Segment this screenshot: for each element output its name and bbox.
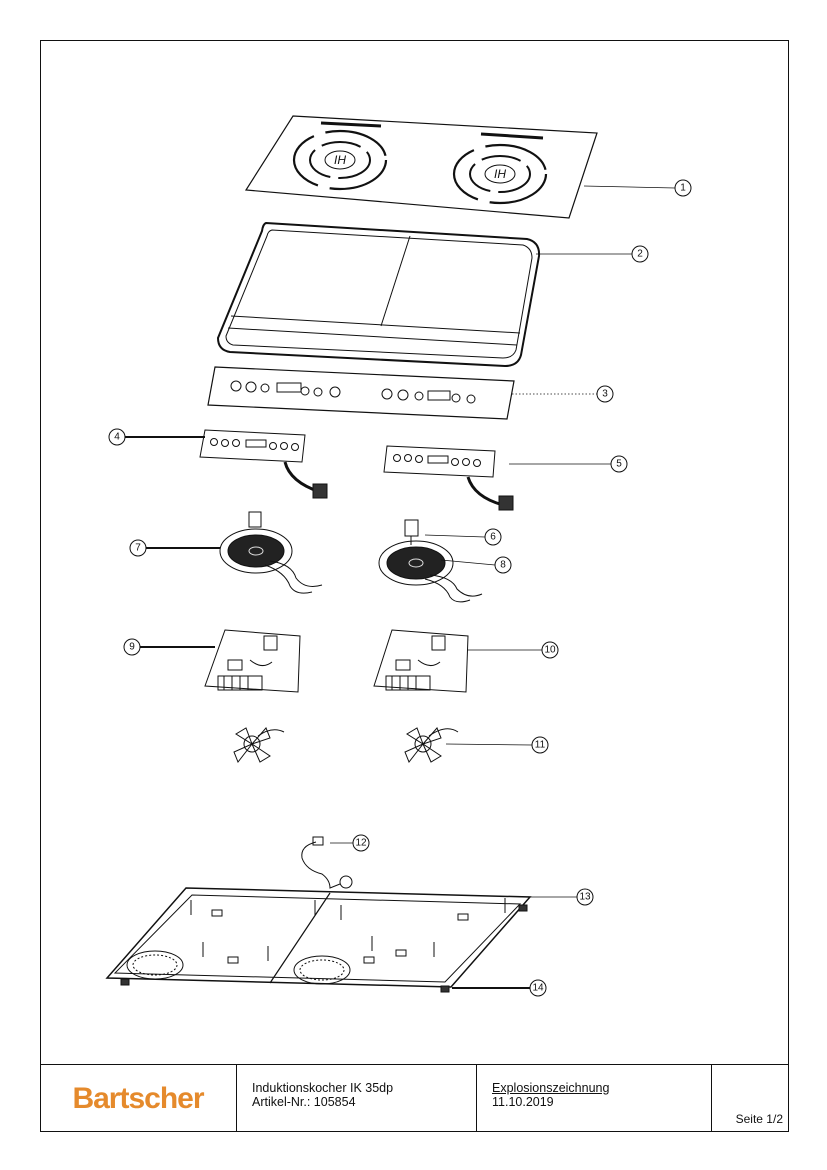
part-5-right-control-board xyxy=(383,445,514,511)
drawing-sheet xyxy=(40,40,789,1132)
svg-text:3: 3 xyxy=(602,389,608,400)
callout-6: 6 xyxy=(484,528,502,546)
callout-7: 7 xyxy=(129,539,147,557)
part-13-bottom-housing xyxy=(105,887,532,988)
svg-text:5: 5 xyxy=(616,459,622,470)
callout-5: 5 xyxy=(610,455,628,473)
part-11-cooling-fans xyxy=(233,727,459,763)
document-date: 11.10.2019 xyxy=(492,1095,554,1109)
glass-mark-right: IH xyxy=(494,167,506,181)
svg-text:10: 10 xyxy=(544,645,556,656)
svg-text:13: 13 xyxy=(579,892,591,903)
svg-text:14: 14 xyxy=(532,983,544,994)
part-3-control-panel xyxy=(207,366,515,420)
part-4-left-control-board xyxy=(199,429,328,499)
callout-3: 3 xyxy=(596,385,614,403)
callout-1: 1 xyxy=(674,179,692,197)
part-10-right-pcb xyxy=(373,629,469,693)
svg-text:1: 1 xyxy=(680,183,686,194)
part-12-power-cable xyxy=(301,836,353,889)
callout-4: 4 xyxy=(108,428,126,446)
brand-logo: Bartscher xyxy=(40,1065,236,1132)
callout-11: 11 xyxy=(531,736,549,754)
svg-text:6: 6 xyxy=(490,532,496,543)
document-info: Explosionszeichnung 11.10.2019 xyxy=(476,1065,711,1132)
title-block: Bartscher Induktionskocher IK 35dp Artik… xyxy=(40,1064,789,1132)
document-type: Explosionszeichnung xyxy=(492,1081,610,1095)
callout-13: 13 xyxy=(576,888,594,906)
svg-text:9: 9 xyxy=(129,642,135,653)
page-cell: Seite 1/2 xyxy=(711,1065,789,1132)
callout-14: 14 xyxy=(529,979,547,997)
part-8-right-induction-coil xyxy=(378,540,483,603)
part-7-left-induction-coil xyxy=(219,511,323,594)
article-number: Artikel-Nr.: 105854 xyxy=(252,1095,356,1109)
callout-2: 2 xyxy=(631,245,649,263)
callout-12: 12 xyxy=(352,834,370,852)
part-1-glass-top: IH IH xyxy=(244,115,598,219)
part-9-left-pcb xyxy=(204,629,301,693)
svg-text:4: 4 xyxy=(114,432,120,443)
svg-text:8: 8 xyxy=(500,560,506,571)
callout-10: 10 xyxy=(541,641,559,659)
svg-text:11: 11 xyxy=(535,740,546,751)
product-info: Induktionskocher IK 35dp Artikel-Nr.: 10… xyxy=(236,1065,476,1132)
product-name: Induktionskocher IK 35dp xyxy=(252,1081,394,1095)
svg-text:7: 7 xyxy=(135,543,141,554)
part-14-rubber-feet xyxy=(120,904,528,993)
part-2-top-housing xyxy=(216,221,541,368)
brand-logo-text: Bartscher xyxy=(72,1081,204,1115)
glass-mark-left: IH xyxy=(334,153,346,167)
leader-lines xyxy=(125,185,676,989)
callout-8: 8 xyxy=(494,556,512,574)
svg-text:2: 2 xyxy=(637,249,643,260)
callout-9: 9 xyxy=(123,638,141,656)
exploded-view-drawing: IH IH xyxy=(105,115,692,997)
part-6-temperature-sensor xyxy=(404,519,419,545)
page-number: Seite 1/2 xyxy=(735,1112,783,1126)
svg-text:12: 12 xyxy=(355,838,367,849)
